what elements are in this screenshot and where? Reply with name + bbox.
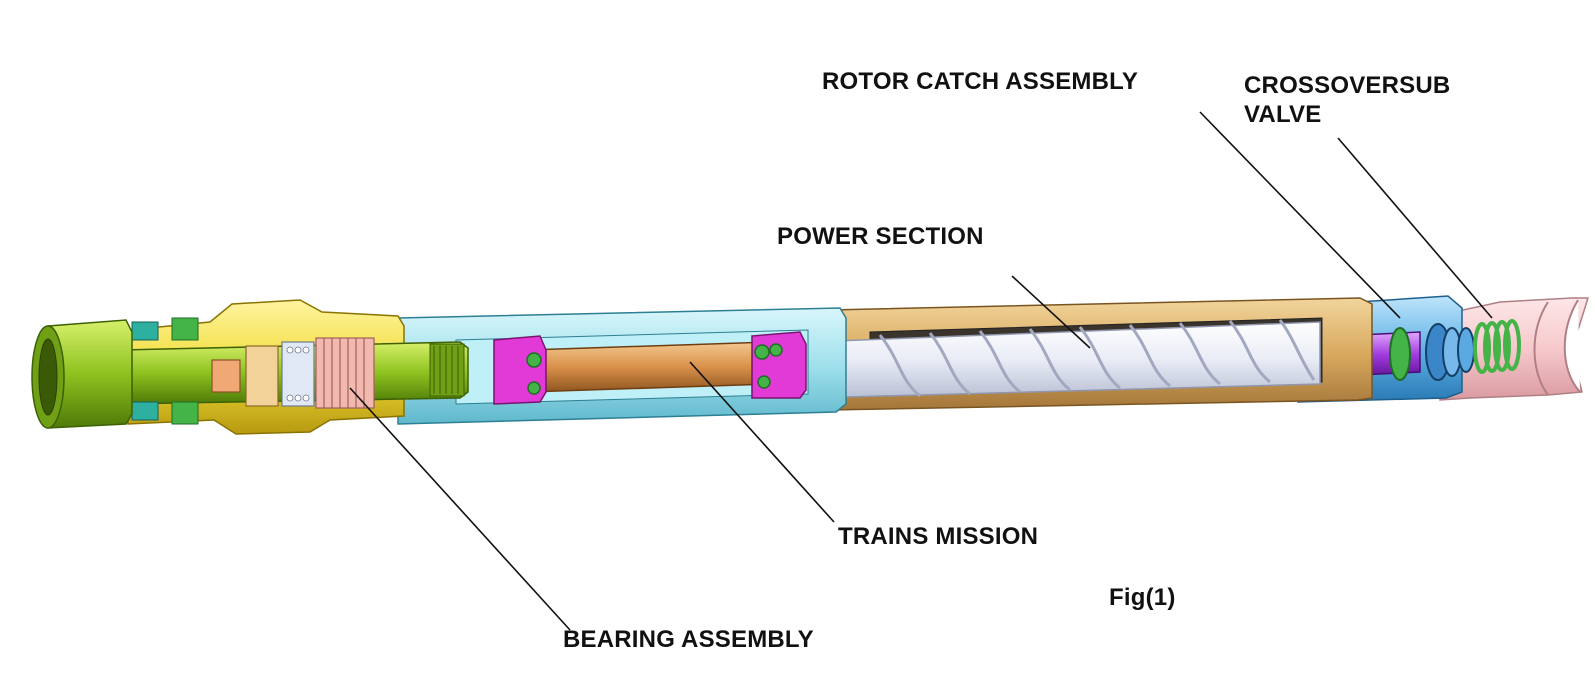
transmission-shaft — [527, 341, 771, 393]
ball-joint-lower — [493, 335, 547, 405]
collar — [131, 321, 159, 341]
leader-crossover — [1337, 137, 1493, 319]
label-rotor-catch-assembly: ROTOR CATCH ASSEMBLY — [822, 68, 1139, 95]
label-bearing-assembly: BEARING ASSEMBLY — [563, 626, 814, 653]
label-crossover-sub-valve: CROSSOVERSUB VALVE — [1244, 72, 1450, 130]
label-crossover-line2: VALVE — [1244, 100, 1322, 128]
bearing-stack — [211, 337, 375, 409]
tool-body — [31, 295, 1590, 435]
leader-rotor-catch — [1199, 111, 1401, 319]
label-crossover-line1: CROSSOVERSUB — [1244, 72, 1451, 99]
ball-joint-upper — [751, 331, 807, 399]
label-power-section: POWER SECTION — [777, 223, 984, 250]
leader-lines — [349, 111, 1493, 631]
leader-transmission — [689, 361, 835, 523]
valve-spring — [1389, 319, 1521, 381]
leader-power-section — [1011, 275, 1091, 349]
leader-bearing — [349, 387, 571, 631]
bit-box — [31, 319, 133, 429]
label-transmission: TRAINS MISSION — [838, 523, 1039, 550]
figure-caption: Fig(1) — [1109, 584, 1176, 611]
